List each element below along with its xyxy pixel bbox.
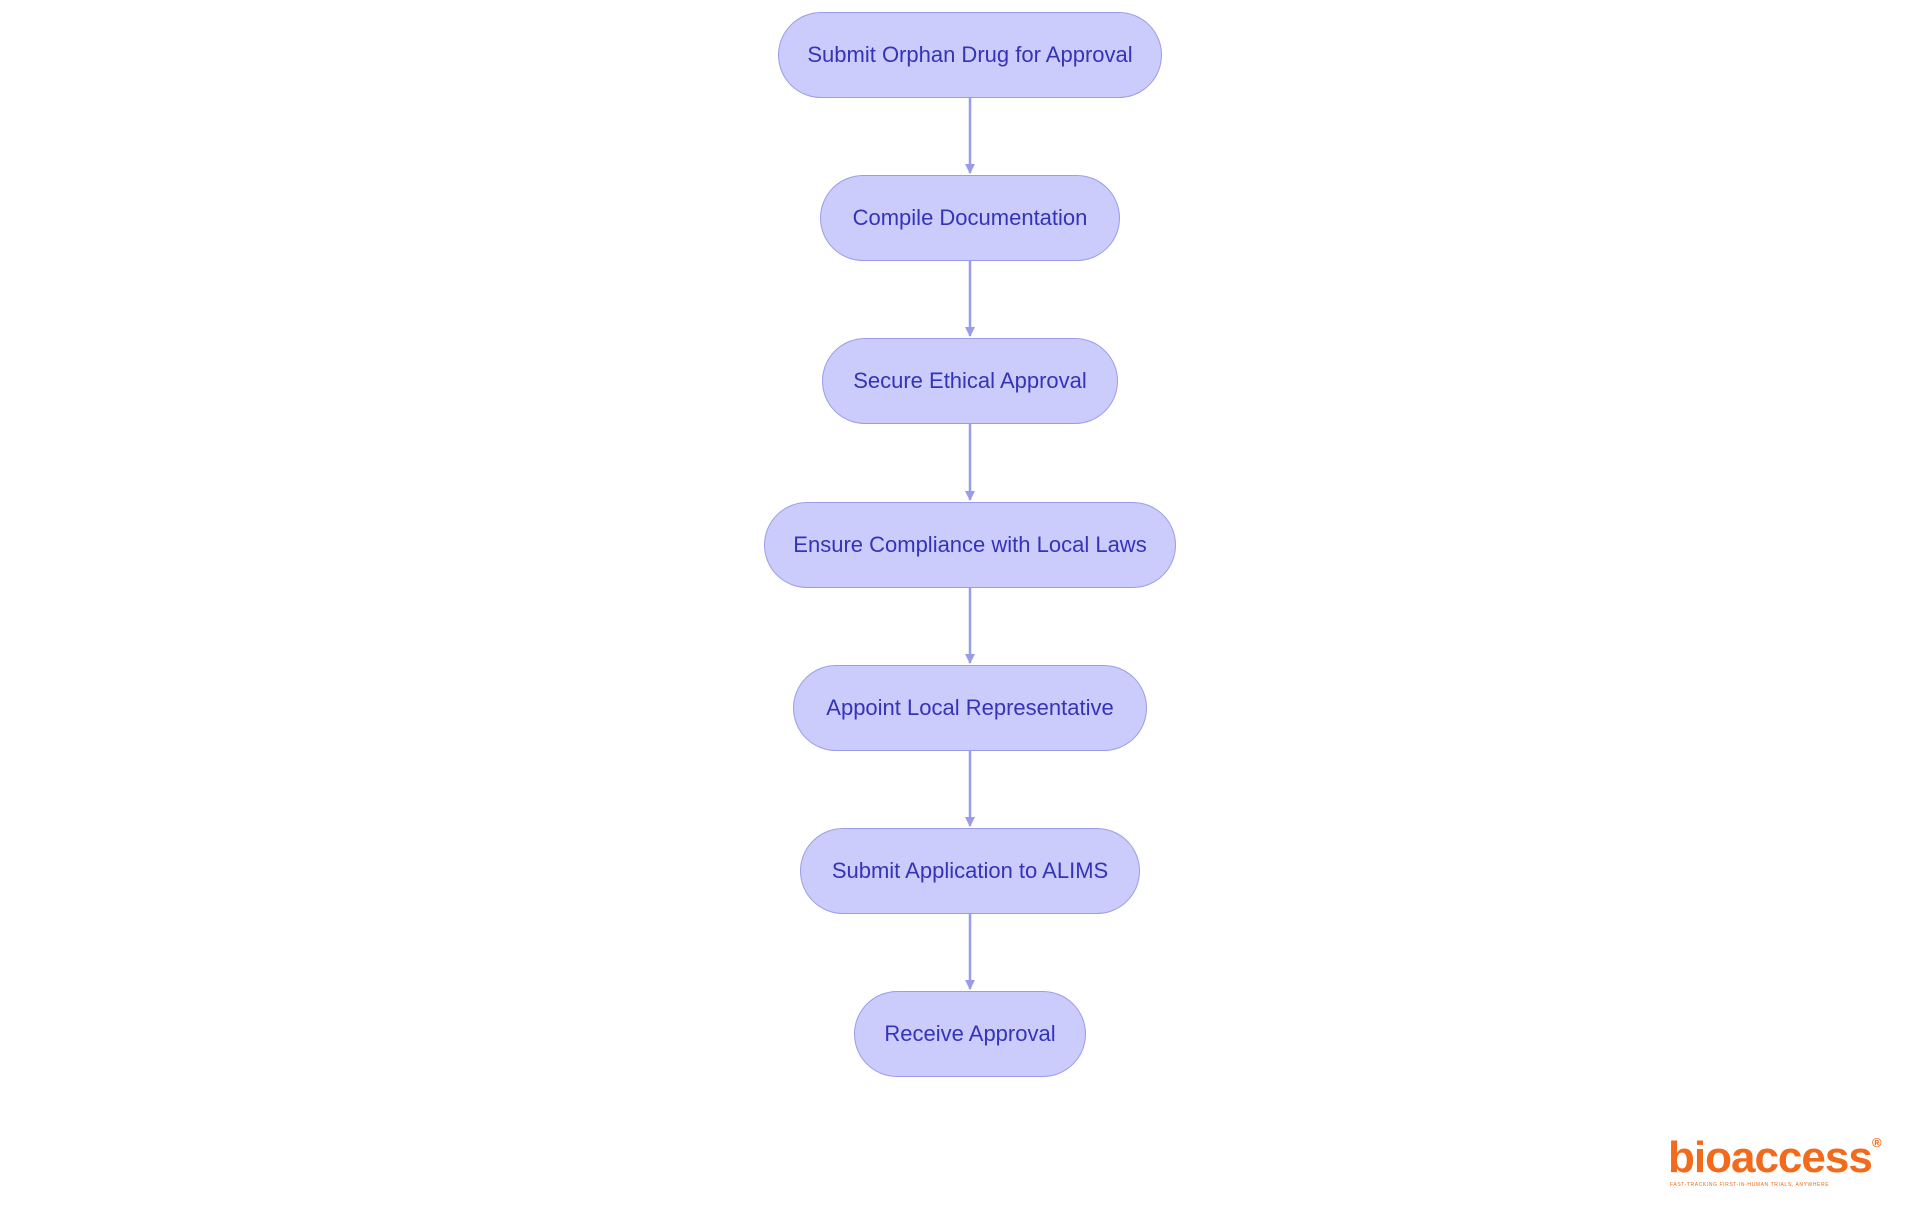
step-label: Receive Approval	[884, 1021, 1056, 1046]
step-label: Submit Application to ALIMS	[831, 858, 1109, 883]
step-label: Ensure Compliance with Local Laws	[793, 532, 1147, 557]
step-appoint-local-representative: Appoint Local Representative	[793, 665, 1147, 751]
bioaccess-logo: bioaccess ® FAST-TRACKING FIRST-IN-HUMAN…	[1668, 1136, 1888, 1192]
step-receive-approval: Receive Approval	[854, 991, 1086, 1077]
step-label: Compile Documentation	[852, 205, 1088, 230]
step-ensure-compliance: Ensure Compliance with Local Laws	[764, 502, 1176, 588]
step-submit-orphan-drug: Submit Orphan Drug for Approval	[778, 12, 1162, 98]
logo-tagline: FAST-TRACKING FIRST-IN-HUMAN TRIALS, ANY…	[1670, 1182, 1830, 1188]
step-submit-application-alims: Submit Application to ALIMS	[800, 828, 1140, 914]
step-label: Appoint Local Representative	[826, 695, 1114, 720]
registered-mark: ®	[1872, 1135, 1882, 1150]
step-compile-documentation: Compile Documentation	[820, 175, 1120, 261]
logo-wordmark: bioaccess	[1668, 1133, 1873, 1182]
step-label: Submit Orphan Drug for Approval	[807, 42, 1133, 67]
step-label: Secure Ethical Approval	[853, 368, 1087, 393]
step-secure-ethical-approval: Secure Ethical Approval	[822, 338, 1118, 424]
